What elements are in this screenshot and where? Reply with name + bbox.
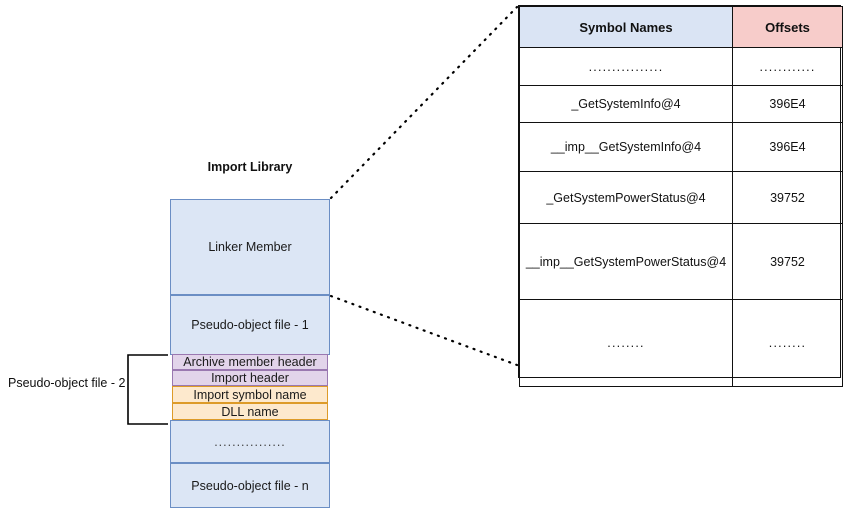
cell-offset: 39752 (732, 171, 843, 224)
cell-symbol-name: _GetSystemInfo@4 (519, 85, 733, 123)
cell-offset: 39752 (732, 223, 843, 300)
band-import-header-label: Import header (211, 371, 289, 385)
table-row: ........ ........ (519, 299, 843, 387)
cell-offset: 396E4 (732, 122, 843, 172)
band-import-symbol-name: Import symbol name (172, 386, 328, 403)
symbol-offset-table: Symbol Names Offsets ................ ..… (518, 5, 843, 387)
table-row: _GetSystemInfo@4 396E4 (519, 85, 843, 123)
cell-offset: ............ (732, 47, 843, 86)
block-linker-member-label: Linker Member (208, 240, 292, 254)
band-import-header: Import header (172, 370, 328, 386)
table-row: __imp__GetSystemInfo@4 396E4 (519, 122, 843, 172)
block-linker-member: Linker Member (170, 199, 330, 295)
cell-symbol-name: ................ (519, 47, 733, 86)
block-pseudo-object-file-1-label: Pseudo-object file - 1 (191, 318, 309, 332)
band-archive-member-header: Archive member header (172, 354, 328, 370)
cell-symbol-name: ........ (519, 299, 733, 387)
bracket-label: Pseudo-object file - 2 (8, 376, 126, 390)
cell-offset: ........ (732, 299, 843, 387)
table-row: _GetSystemPowerStatus@4 39752 (519, 171, 843, 224)
band-dll-name: DLL name (172, 403, 328, 420)
block-pseudo-object-file-n: Pseudo-object file - n (170, 463, 330, 508)
connector-line-lower (329, 294, 519, 367)
table-header-row: Symbol Names Offsets (519, 6, 843, 48)
band-archive-member-header-label: Archive member header (183, 355, 317, 369)
cell-symbol-name: _GetSystemPowerStatus@4 (519, 171, 733, 224)
cell-symbol-name: __imp__GetSystemInfo@4 (519, 122, 733, 172)
column-header-offsets: Offsets (732, 6, 843, 48)
column-header-symbol-names: Symbol Names (519, 6, 733, 48)
block-pseudo-object-file-n-label: Pseudo-object file - n (191, 478, 309, 493)
block-ellipsis: ................ (170, 420, 330, 463)
block-ellipsis-label: ................ (214, 434, 286, 449)
block-pseudo-object-file-1: Pseudo-object file - 1 (170, 295, 330, 355)
page-title: Import Library (207, 160, 293, 174)
band-dll-name-label: DLL name (221, 404, 279, 419)
cell-symbol-name: __imp__GetSystemPowerStatus@4 (519, 223, 733, 300)
table-row: __imp__GetSystemPowerStatus@4 39752 (519, 223, 843, 300)
table-row: ................ ............ (519, 47, 843, 86)
band-import-symbol-name-label: Import symbol name (193, 387, 307, 402)
connector-line-upper (329, 5, 519, 200)
cell-offset: 396E4 (732, 85, 843, 123)
